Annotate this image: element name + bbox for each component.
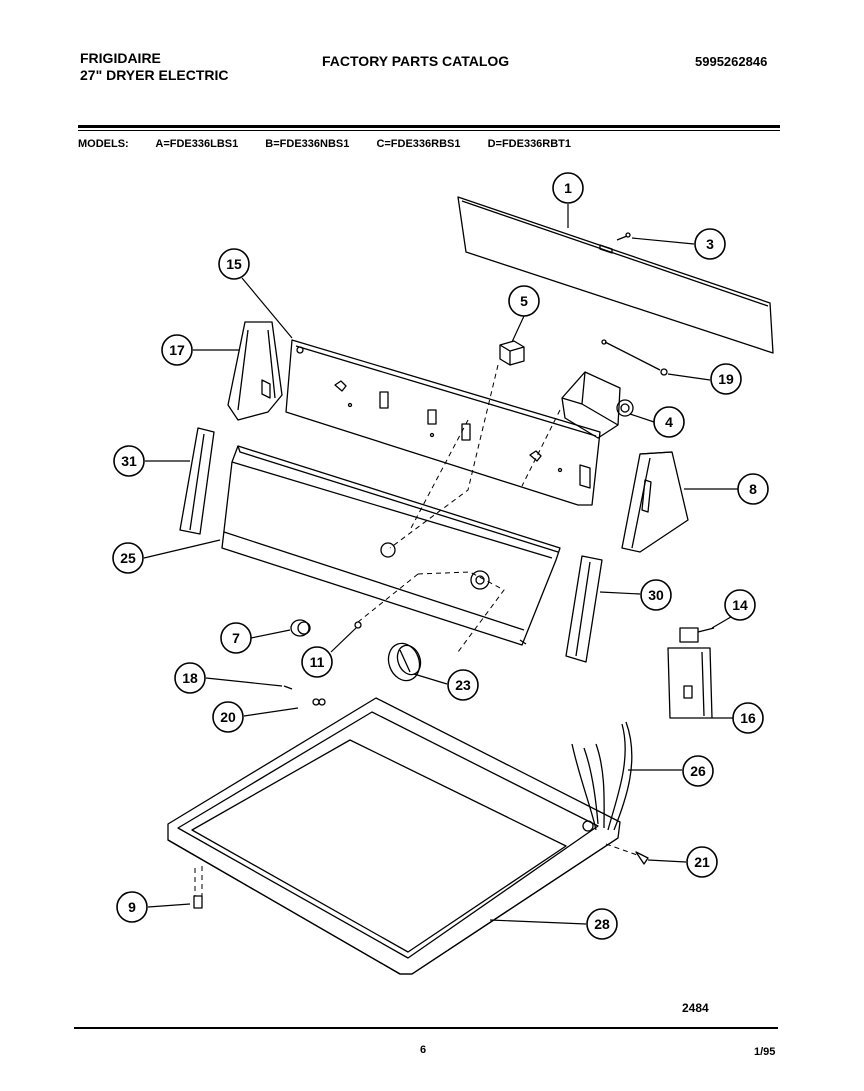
part-top-cover: [167, 697, 621, 975]
footer-rule: [74, 1027, 778, 1029]
part-clip-11: [354, 621, 362, 629]
callouts: 1 3 15 5 17 19 4 31 8 25 30 14 7 11 23 1…: [112, 172, 769, 940]
callout-3: 3: [694, 228, 726, 260]
part-end-cap-right: [621, 451, 689, 553]
part-rear-panel: [457, 196, 774, 354]
svg-text:9: 9: [128, 899, 136, 915]
callout-15: 15: [218, 248, 250, 280]
callout-9: 9: [116, 891, 148, 923]
part-screw-20: [312, 698, 326, 706]
callout-18: 18: [174, 662, 206, 694]
part-foot-9: [193, 895, 203, 909]
callout-25: 25: [112, 542, 144, 574]
callout-26: 26: [682, 755, 714, 787]
brand-block: FRIGIDAIRE 27" DRYER ELECTRIC: [80, 50, 228, 84]
callout-8: 8: [737, 473, 769, 505]
svg-text:15: 15: [226, 256, 242, 272]
page-number: 6: [420, 1044, 427, 1056]
product-name: 27" DRYER ELECTRIC: [80, 67, 229, 83]
model-c: C=FDE336RBS1: [376, 138, 461, 150]
callout-20: 20: [212, 701, 244, 733]
part-number: 5995262846: [695, 54, 768, 69]
callout-7: 7: [220, 622, 252, 654]
svg-text:19: 19: [718, 371, 734, 387]
part-terminal-14: [679, 627, 715, 643]
callout-16: 16: [732, 702, 764, 734]
svg-text:23: 23: [455, 677, 471, 693]
svg-text:31: 31: [121, 453, 137, 469]
svg-text:8: 8: [749, 481, 757, 497]
svg-text:21: 21: [694, 854, 710, 870]
part-control-panel: [285, 339, 601, 506]
part-switch-5: [499, 340, 525, 366]
model-a: A=FDE336LBS1: [155, 138, 239, 150]
svg-text:14: 14: [732, 597, 748, 613]
part-end-cap-left: [227, 321, 283, 421]
part-screw-3: [616, 232, 631, 241]
svg-text:17: 17: [169, 342, 185, 358]
part-timer-4: [561, 371, 634, 439]
callout-14: 14: [724, 589, 756, 621]
svg-text:1: 1: [564, 180, 572, 196]
models-line: MODELS: A=FDE336LBS1 B=FDE336NBS1 C=FDE3…: [78, 138, 593, 150]
svg-text:30: 30: [648, 587, 664, 603]
callout-1: 1: [552, 172, 584, 204]
svg-text:5: 5: [520, 293, 528, 309]
callout-11: 11: [301, 646, 333, 678]
revision-date: 1/95: [754, 1046, 776, 1058]
part-trim-right: [565, 555, 603, 663]
callout-4: 4: [653, 406, 685, 438]
callout-30: 30: [640, 579, 672, 611]
callout-5: 5: [508, 285, 540, 317]
part-clip-21: [635, 851, 649, 865]
svg-text:4: 4: [665, 414, 673, 430]
header-rule-thin: [78, 130, 780, 131]
model-d: D=FDE336RBT1: [487, 138, 572, 150]
header-rule-thick: [78, 125, 780, 128]
part-knob-23: [387, 642, 422, 682]
part-button-7: [290, 619, 311, 637]
callout-31: 31: [113, 445, 145, 477]
part-wires-26: [571, 721, 633, 832]
svg-text:20: 20: [220, 709, 236, 725]
svg-text:25: 25: [120, 550, 136, 566]
part-console-front: [221, 445, 561, 646]
callout-21: 21: [686, 846, 718, 878]
part-harness-19: [601, 339, 668, 376]
model-b: B=FDE336NBS1: [265, 138, 350, 150]
svg-text:11: 11: [310, 654, 325, 670]
models-label: MODELS:: [78, 138, 129, 150]
part-screw-18: [283, 685, 293, 690]
callout-19: 19: [710, 363, 742, 395]
callout-23: 23: [447, 669, 479, 701]
svg-text:7: 7: [232, 630, 240, 646]
part-trim-left: [179, 427, 215, 535]
svg-text:28: 28: [594, 916, 610, 932]
diagram-number: 2484: [682, 1001, 709, 1015]
callout-17: 17: [161, 334, 193, 366]
svg-text:3: 3: [706, 236, 714, 252]
callout-28: 28: [586, 908, 618, 940]
catalog-title: FACTORY PARTS CATALOG: [322, 53, 510, 69]
svg-text:26: 26: [690, 763, 706, 779]
brand-name: FRIGIDAIRE: [80, 50, 161, 66]
part-bracket-16: [667, 647, 713, 719]
svg-text:16: 16: [740, 710, 756, 726]
svg-text:18: 18: [182, 670, 198, 686]
